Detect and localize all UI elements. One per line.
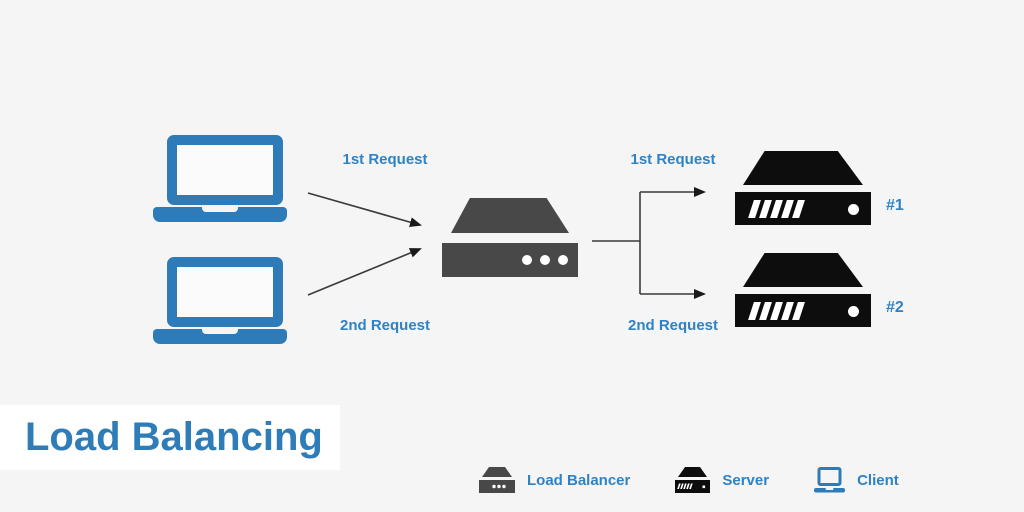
legend-label: Client	[857, 472, 899, 489]
load-balancer-dot	[522, 255, 532, 265]
laptop-screen	[167, 257, 283, 327]
client-laptop-icon	[153, 257, 287, 344]
server-vents	[748, 200, 805, 218]
arrow-client2-to-lb	[307, 248, 422, 296]
legend-label: Load Balancer	[527, 472, 631, 489]
server-icon	[735, 151, 871, 225]
server-led	[848, 306, 859, 317]
server-vents	[748, 302, 805, 320]
title-banner: Load Balancing	[0, 405, 340, 470]
load-balancer-dot	[540, 255, 550, 265]
server-1-number: #1	[886, 197, 904, 214]
label-request-1-right: 1st Request	[630, 151, 716, 168]
laptop-notch	[202, 207, 238, 212]
legend-item-server: Server	[674, 467, 769, 494]
server-2-number: #2	[886, 299, 904, 316]
server-led	[848, 204, 859, 215]
legend-item-client: Client	[813, 467, 899, 494]
server-top	[743, 151, 863, 185]
server-icon	[675, 467, 711, 493]
label-request-1-left: 1st Request	[342, 151, 428, 168]
client-laptop-icon	[153, 135, 287, 222]
laptop-notch	[202, 329, 238, 334]
laptop-base	[153, 329, 287, 344]
server-icon	[735, 253, 871, 327]
load-balancer-dot	[558, 255, 568, 265]
page-title: Load Balancing	[25, 415, 323, 459]
load-balancer-body	[442, 243, 578, 277]
label-request-2-left: 2nd Request	[339, 317, 430, 334]
legend-item-load-balancer: Load Balancer	[478, 467, 630, 494]
laptop-screen	[167, 135, 283, 205]
load-balancer-top	[451, 198, 569, 233]
laptop-base	[153, 207, 287, 222]
client-icon	[814, 467, 846, 493]
load-balancer-icon	[442, 198, 578, 277]
legend: Load Balancer Server	[478, 467, 899, 494]
load-balancer-icon	[479, 467, 515, 493]
server-top	[743, 253, 863, 287]
arrow-client1-to-lb	[307, 192, 422, 228]
label-request-2-right: 2nd Request	[627, 317, 718, 334]
legend-label: Server	[722, 472, 770, 489]
